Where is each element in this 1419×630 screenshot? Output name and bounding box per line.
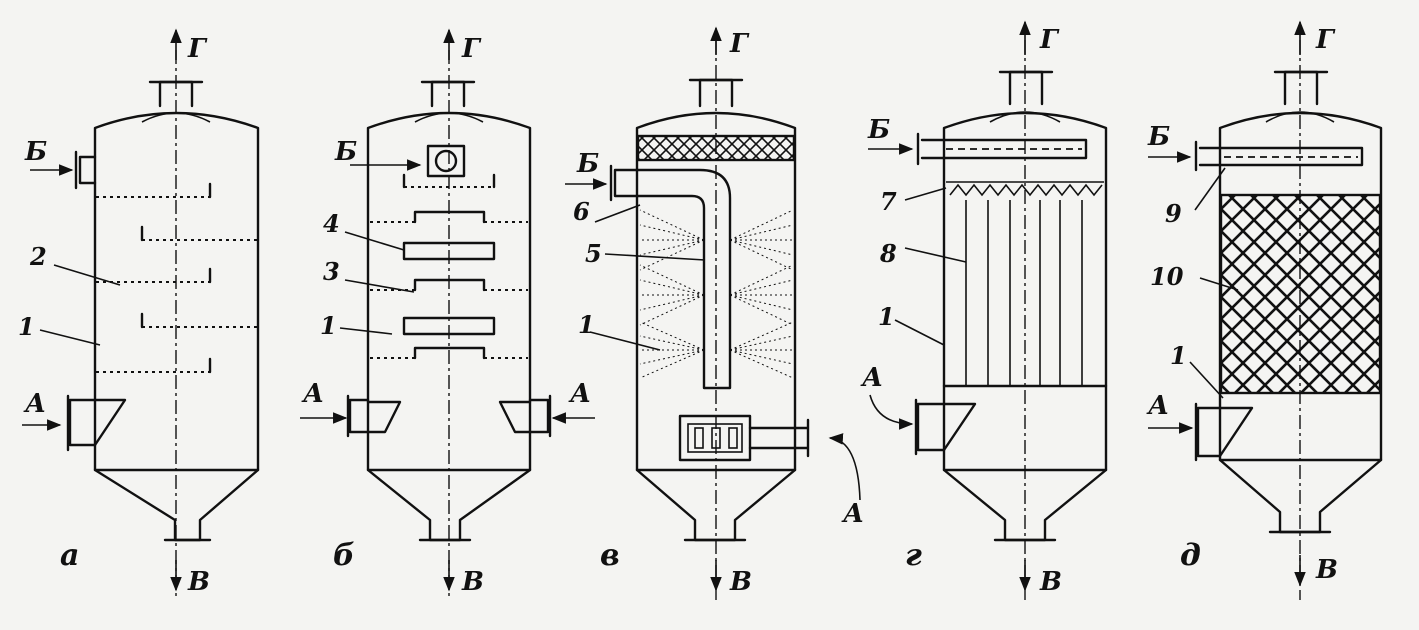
vessel-a bbox=[22, 50, 260, 600]
num-v-1: 1 bbox=[578, 310, 595, 339]
num-b-3: 3 bbox=[323, 257, 340, 286]
label-side-liquid-g: Б bbox=[867, 115, 890, 145]
label-side-liquid-d: Б bbox=[1147, 122, 1170, 152]
caption-g: г bbox=[905, 538, 922, 573]
label-bottom-d: В bbox=[1315, 555, 1338, 585]
label-top-g: Г bbox=[1039, 25, 1060, 55]
label-side-gas-a: А bbox=[23, 389, 46, 419]
label-side-liquid-b: Б bbox=[334, 137, 357, 167]
label-top-v: Г bbox=[729, 29, 750, 59]
label-side-gas-v: А bbox=[841, 499, 864, 529]
num-d-9: 9 bbox=[1165, 199, 1182, 228]
num-g-8: 8 bbox=[879, 239, 897, 268]
label-top-a: Г bbox=[187, 34, 208, 64]
vessel-b bbox=[300, 50, 595, 600]
num-g-7: 7 bbox=[880, 187, 897, 216]
label-side-liquid-a: Б bbox=[24, 137, 47, 167]
vessel-d bbox=[1148, 40, 1383, 600]
vessel-g bbox=[868, 40, 1108, 600]
label-top-b: Г bbox=[461, 34, 482, 64]
caption-v: в bbox=[600, 538, 620, 573]
label-bottom-a: В bbox=[187, 567, 210, 597]
num-a-1: 1 bbox=[18, 312, 35, 341]
label-side-gas-left-b: А bbox=[301, 379, 324, 409]
label-bottom-b: В bbox=[461, 567, 484, 597]
num-a-2: 2 bbox=[29, 242, 47, 271]
caption-b: б bbox=[333, 538, 355, 573]
label-side-gas-right-b: А bbox=[568, 379, 591, 409]
num-d-10: 10 bbox=[1150, 262, 1184, 291]
caption-a: а bbox=[60, 538, 79, 573]
num-b-4: 4 bbox=[323, 209, 340, 238]
label-bottom-g: В bbox=[1039, 567, 1062, 597]
num-v-5: 5 bbox=[585, 239, 602, 268]
caption-d: д bbox=[1180, 538, 1201, 573]
num-v-6: 6 bbox=[573, 197, 590, 226]
vessel-v bbox=[565, 40, 861, 600]
num-d-1: 1 bbox=[1170, 341, 1187, 370]
label-side-gas-d: А bbox=[1146, 391, 1169, 421]
label-side-liquid-v: Б bbox=[576, 149, 599, 179]
label-side-gas-g: А bbox=[860, 363, 883, 393]
label-bottom-v: В bbox=[729, 567, 752, 597]
label-top-d: Г bbox=[1315, 25, 1336, 55]
num-g-1: 1 bbox=[878, 302, 895, 331]
num-b-1: 1 bbox=[320, 311, 337, 340]
